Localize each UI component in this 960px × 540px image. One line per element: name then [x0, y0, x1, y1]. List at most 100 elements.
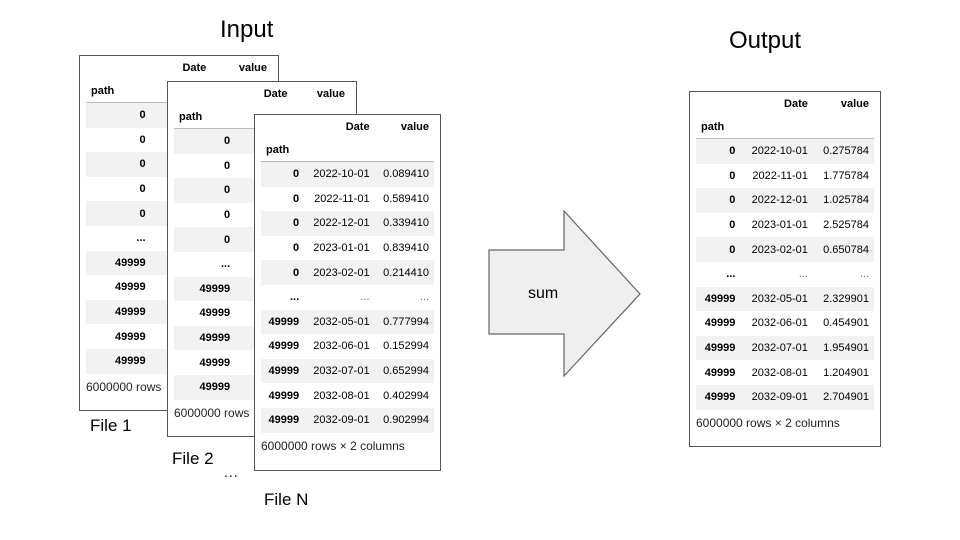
- row-index: 0: [729, 169, 736, 182]
- row-index-ellipsis: ...: [726, 268, 736, 281]
- row-index: 0: [293, 242, 300, 255]
- date-cell: 2023-01-01: [751, 219, 808, 232]
- row-index: 0: [293, 266, 300, 279]
- index-name: path: [696, 116, 741, 139]
- corner-cell: [261, 115, 304, 139]
- blank-cell: [812, 116, 874, 139]
- column-header-value: value: [238, 62, 267, 74]
- date-cell: 2023-02-01: [313, 266, 370, 279]
- row-index: 0: [224, 135, 231, 148]
- row-index: 0: [729, 194, 736, 207]
- date-cell: 2032-09-01: [751, 391, 808, 404]
- row-index: 0: [224, 233, 231, 246]
- value-cell: 1.954901: [823, 342, 869, 355]
- ellipsis-row: .........: [261, 285, 434, 310]
- row-index: 49999: [268, 365, 300, 378]
- row-index: 0: [139, 207, 146, 220]
- table-row: 0 2022-11-01 0.589410: [261, 187, 434, 212]
- input-title: Input: [220, 16, 274, 43]
- date-cell: 2022-12-01: [751, 194, 808, 207]
- cell-ellipsis: ...: [419, 291, 429, 304]
- value-cell: 0.839410: [383, 242, 429, 255]
- column-header-date: Date: [784, 98, 808, 110]
- row-index: 49999: [115, 256, 146, 269]
- value-cell: 0.454901: [823, 317, 869, 330]
- sum-label: sum: [528, 285, 559, 302]
- index-name-row: path: [696, 116, 874, 139]
- value-cell: 0.652994: [383, 365, 429, 378]
- date-cell: 2022-10-01: [751, 145, 808, 158]
- date-cell: 2032-08-01: [751, 366, 808, 379]
- index-name: path: [174, 106, 236, 129]
- row-index: 0: [293, 192, 300, 205]
- date-cell: 2032-09-01: [313, 414, 370, 427]
- row-index: 49999: [115, 306, 146, 319]
- date-cell: 2023-02-01: [751, 243, 808, 256]
- value-cell: 2.525784: [823, 219, 869, 232]
- file-2-label: File 2: [172, 449, 214, 468]
- date-cell: 2032-08-01: [313, 389, 370, 402]
- table-row: 0 2023-02-01 0.214410: [261, 260, 434, 285]
- blank-cell: [740, 116, 813, 139]
- value-cell: 1.025784: [823, 194, 869, 207]
- table-row: 49999 2032-09-01 0.902994: [261, 407, 434, 433]
- value-cell: 0.902994: [383, 414, 429, 427]
- row-index: 0: [139, 109, 146, 122]
- row-index: 49999: [115, 330, 146, 343]
- value-cell: 0.650784: [823, 243, 869, 256]
- files-ellipsis: ...: [224, 464, 239, 480]
- row-index: 49999: [199, 282, 231, 295]
- column-header-date: Date: [182, 62, 207, 74]
- cell-ellipsis: ...: [798, 268, 808, 281]
- column-header-row: Date value: [86, 56, 272, 80]
- column-header-date: Date: [345, 121, 370, 133]
- row-index: 49999: [704, 366, 736, 379]
- row-index: 0: [139, 133, 146, 146]
- row-index-ellipsis: ...: [289, 291, 300, 304]
- cell-ellipsis: ...: [360, 291, 370, 304]
- row-index: 49999: [115, 281, 146, 294]
- shape-caption: 6000000 rows: [86, 379, 162, 394]
- date-cell: 2032-06-01: [313, 340, 370, 353]
- shape-caption: 6000000 rows: [174, 405, 250, 420]
- ellipsis-row: .........: [696, 262, 874, 287]
- row-index: 49999: [268, 414, 300, 427]
- date-cell: 2022-10-01: [313, 168, 370, 181]
- date-cell: 2032-05-01: [313, 315, 370, 328]
- column-header-value: value: [840, 98, 869, 110]
- value-cell: 0.589410: [383, 192, 429, 205]
- row-index: 0: [139, 158, 146, 171]
- row-index: 49999: [199, 356, 231, 369]
- row-index: 49999: [199, 332, 231, 345]
- row-index: 49999: [704, 342, 736, 355]
- row-index: 49999: [199, 381, 231, 394]
- index-name: path: [261, 139, 305, 162]
- table-row: 0 2023-01-01 0.839410: [261, 236, 434, 261]
- value-cell: 0.152994: [383, 340, 429, 353]
- corner-cell: [174, 82, 235, 106]
- value-cell: 0.214410: [383, 266, 429, 279]
- row-index: 49999: [268, 389, 300, 402]
- date-cell: 2023-01-01: [313, 242, 370, 255]
- value-cell: 0.402994: [383, 389, 429, 402]
- value-cell: 0.089410: [383, 168, 429, 181]
- corner-cell: [696, 92, 740, 116]
- date-cell: 2022-11-01: [314, 192, 370, 205]
- shape-caption: 6000000 rows × 2 columns: [696, 415, 840, 430]
- date-cell: 2032-06-01: [751, 317, 808, 330]
- row-index: 0: [139, 183, 146, 196]
- shape-caption: 6000000 rows × 2 columns: [261, 438, 405, 453]
- index-name: path: [86, 80, 151, 103]
